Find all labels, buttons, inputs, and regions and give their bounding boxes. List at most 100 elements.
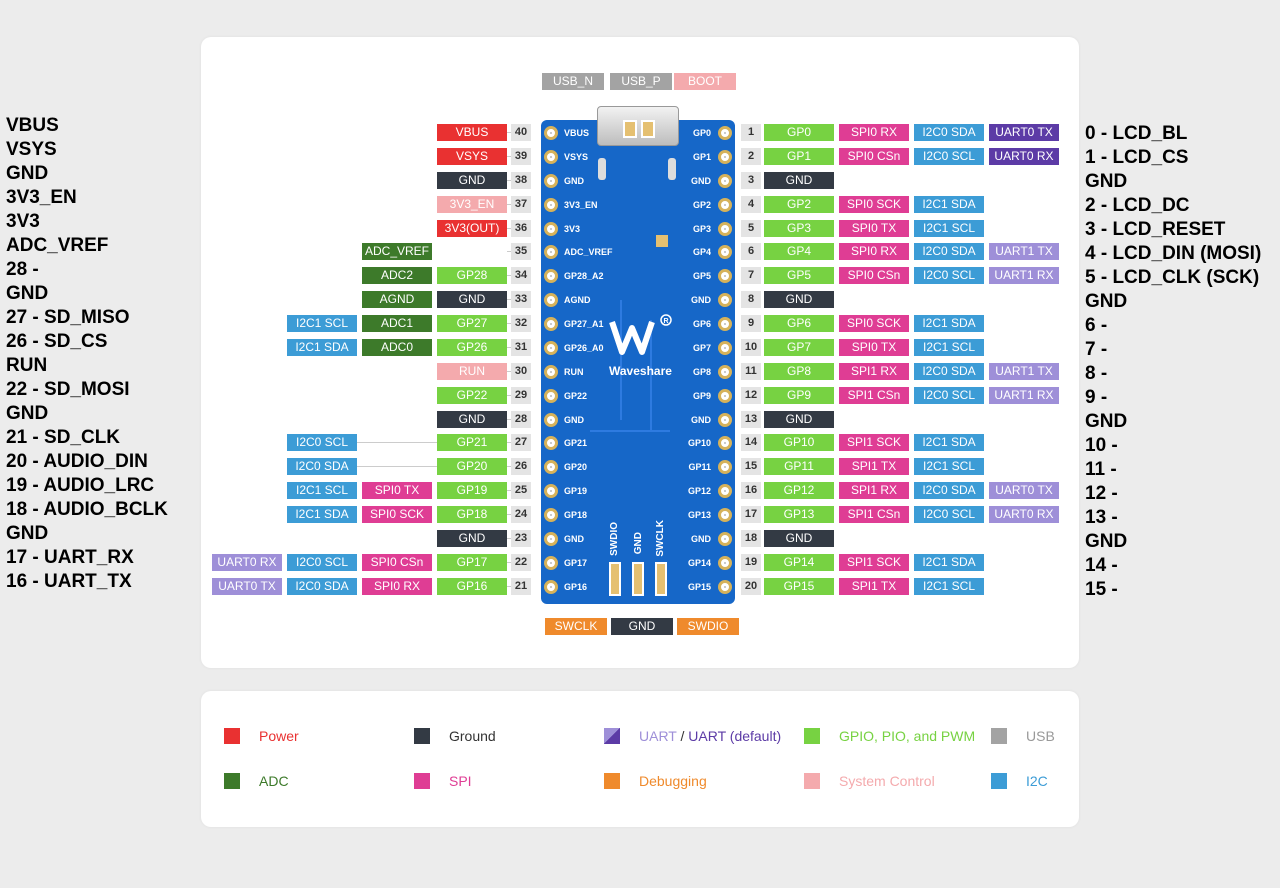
board-trace bbox=[620, 300, 622, 420]
pin-function-tag: UART1 TX bbox=[989, 243, 1059, 261]
connector-line bbox=[507, 155, 511, 157]
pin-note: RUN bbox=[6, 355, 48, 376]
waveshare-logo-icon: R bbox=[608, 314, 672, 360]
pin-function-tag: I2C1 SCL bbox=[914, 458, 984, 476]
pin-number: 8 bbox=[741, 291, 761, 309]
pin-function-tag: SPI0 SCK bbox=[362, 506, 432, 524]
pin-hole bbox=[544, 245, 558, 260]
pin-function-tag: I2C1 SCL bbox=[287, 482, 357, 500]
pin-function-tag: SPI0 CSn bbox=[362, 553, 432, 571]
pin-number: 9 bbox=[741, 315, 761, 333]
pin-hole bbox=[718, 460, 732, 475]
pin-function-tag: GP13 bbox=[764, 506, 834, 524]
pin-note: 17 - UART_RX bbox=[6, 547, 134, 568]
pin-function-tag: GP16 bbox=[437, 577, 507, 595]
pin-note: GND bbox=[1085, 531, 1128, 552]
pin-function-tag: I2C1 SDA bbox=[914, 434, 984, 452]
pin-function-tag: UART1 RX bbox=[989, 267, 1059, 285]
pin-number: 17 bbox=[741, 506, 761, 524]
pin-function-tag: SPI1 CSn bbox=[839, 506, 909, 524]
legend-label-uart-text: UART bbox=[639, 728, 677, 744]
pico-board bbox=[541, 120, 735, 604]
board-pin-label: GND bbox=[564, 533, 584, 544]
connector-line bbox=[507, 418, 511, 420]
pin-number: 32 bbox=[511, 315, 531, 333]
pin-note: 6 - bbox=[1085, 315, 1108, 336]
connector-line bbox=[507, 490, 511, 492]
sysctl-swatch-icon bbox=[804, 773, 820, 789]
pin-note: 11 - bbox=[1085, 459, 1117, 480]
pin-function-tag: UART0 TX bbox=[989, 482, 1059, 500]
pin-note: 26 - SD_CS bbox=[6, 331, 108, 352]
pin-function-tag: GP8 bbox=[764, 362, 834, 380]
pin-function-tag: UART1 TX bbox=[989, 362, 1059, 380]
pin-function-tag: SPI1 RX bbox=[839, 362, 909, 380]
pin-note: 10 - bbox=[1085, 435, 1118, 456]
connector-line bbox=[507, 275, 511, 277]
board-trace bbox=[590, 430, 670, 432]
pin-function-tag: VBUS bbox=[437, 124, 507, 141]
pin-function-tag: I2C0 SDA bbox=[287, 577, 357, 595]
connector-line bbox=[507, 442, 511, 444]
pin-hole bbox=[718, 317, 732, 332]
board-pin-label: GP14 bbox=[687, 557, 711, 568]
pin-function-tag: I2C1 SDA bbox=[914, 195, 984, 213]
usb-pad-p bbox=[641, 120, 655, 138]
board-pin-label: 3V3_EN bbox=[564, 199, 598, 210]
pin-number: 16 bbox=[741, 482, 761, 500]
connector-line bbox=[507, 537, 511, 539]
swd-pad bbox=[632, 562, 644, 596]
pin-function-tag: I2C0 SDA bbox=[914, 124, 984, 141]
pin-function-tag: GP19 bbox=[437, 482, 507, 500]
pin-function-tag: AGND bbox=[362, 291, 432, 309]
pin-function-tag: SPI0 RX bbox=[839, 124, 909, 141]
pin-number: 13 bbox=[741, 410, 761, 428]
board-pin-label: GND bbox=[691, 533, 711, 544]
board-pin-label: GP17 bbox=[564, 557, 588, 568]
pin-function-tag: GP20 bbox=[437, 458, 507, 476]
pin-function-tag: GP11 bbox=[764, 458, 834, 476]
board-pin-label: GP26_A0 bbox=[564, 342, 604, 353]
pin-note: 14 - bbox=[1085, 555, 1118, 576]
pin-hole bbox=[544, 484, 558, 499]
pin-number: 14 bbox=[741, 434, 761, 452]
pin-number: 18 bbox=[741, 529, 761, 547]
pin-function-tag: SPI1 SCK bbox=[839, 434, 909, 452]
board-pin-label: GP0 bbox=[692, 128, 711, 138]
pin-note: GND bbox=[6, 283, 49, 304]
connector-line bbox=[507, 323, 511, 325]
pin-function-tag: SPI1 CSn bbox=[839, 386, 909, 404]
pin-number: 1 bbox=[741, 124, 761, 141]
pin-function-tag: ADC2 bbox=[362, 267, 432, 285]
board-pin-label: GP4 bbox=[692, 247, 711, 258]
pin-hole bbox=[544, 436, 558, 451]
pin-function-tag: SPI0 CSn bbox=[839, 147, 909, 165]
pin-function-tag: I2C1 SCL bbox=[914, 219, 984, 237]
connector-line bbox=[507, 299, 511, 301]
pin-function-tag: GND bbox=[437, 410, 507, 428]
board-pin-label: ADC_VREF bbox=[564, 247, 613, 258]
board-trace bbox=[650, 320, 652, 430]
power-swatch-icon bbox=[224, 728, 240, 744]
pin-hole bbox=[544, 126, 558, 140]
pin-function-tag: 3V3(OUT) bbox=[437, 219, 507, 237]
i2c-swatch-icon bbox=[991, 773, 1007, 789]
pin-note: GND bbox=[1085, 411, 1128, 432]
legend-label-sysctl: System Control bbox=[839, 773, 935, 789]
legend-label-usb: USB bbox=[1026, 728, 1055, 744]
pin-function-tag bbox=[437, 243, 507, 260]
gpio-swatch-icon bbox=[804, 728, 820, 744]
pin-function-tag: UART0 TX bbox=[989, 124, 1059, 141]
pin-hole bbox=[718, 484, 732, 499]
pin-note: 1 - LCD_CS bbox=[1085, 147, 1189, 168]
pin-note: 20 - AUDIO_DIN bbox=[6, 451, 148, 472]
pin-function-tag: I2C0 SCL bbox=[914, 267, 984, 285]
pin-function-tag: GP28 bbox=[437, 267, 507, 285]
pin-function-tag: GP2 bbox=[764, 195, 834, 213]
pin-function-tag: I2C0 SCL bbox=[287, 553, 357, 571]
board-pin-label: GP5 bbox=[692, 271, 711, 282]
board-pin-label: GP3 bbox=[692, 223, 711, 234]
boot-pad bbox=[656, 235, 668, 247]
